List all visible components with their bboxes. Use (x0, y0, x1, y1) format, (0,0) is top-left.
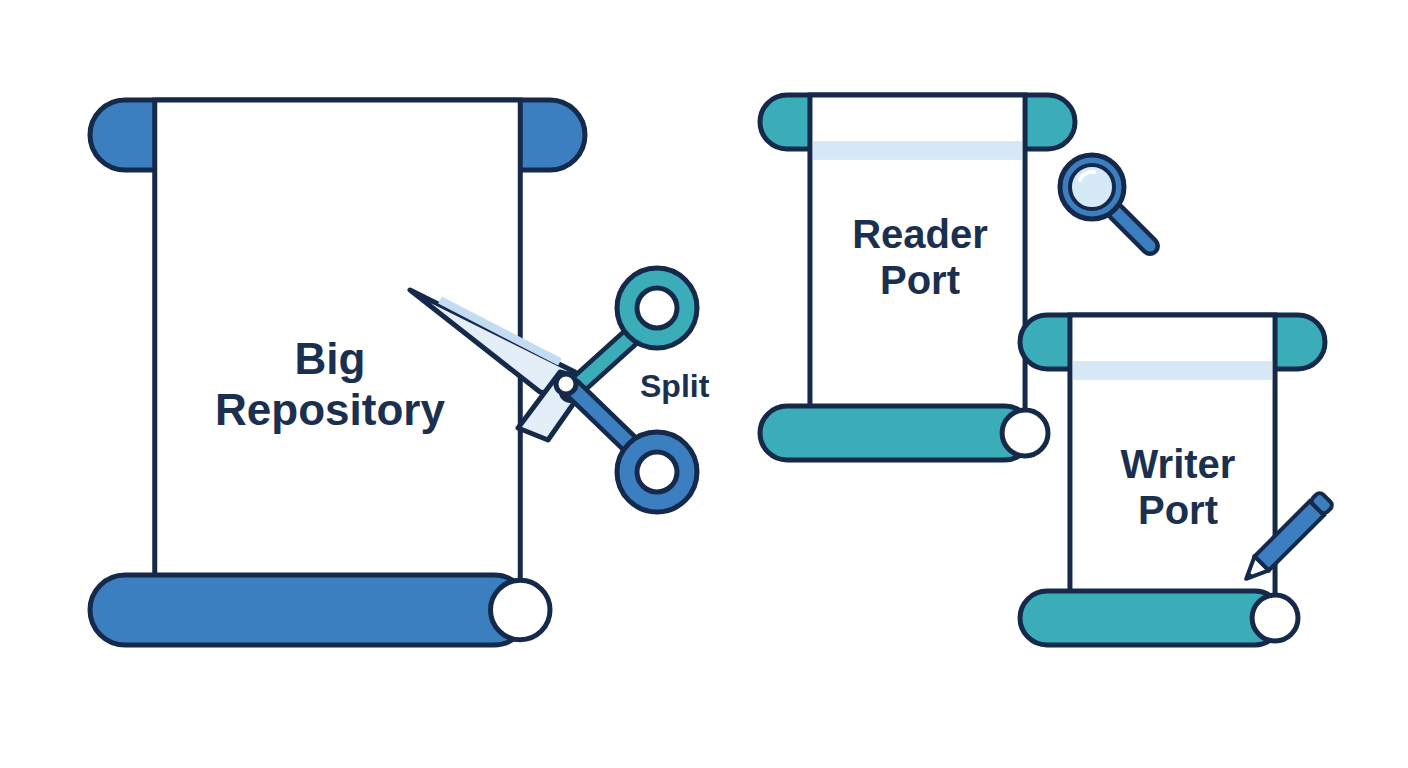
handle-ring (617, 432, 697, 512)
scroll-curl (1252, 595, 1298, 641)
scroll-node: Reader Port (760, 95, 1075, 460)
pencil-eraser (1310, 491, 1334, 515)
scissor-pivot (556, 374, 576, 394)
scroll-curl (491, 580, 551, 640)
node-label: Writer Port (1088, 441, 1268, 533)
handle-outline (570, 336, 632, 392)
pencil-tip (1239, 556, 1269, 586)
handle-outline (572, 388, 632, 446)
scroll-paper (810, 95, 1025, 433)
scroll-bottom-roll (90, 575, 529, 645)
blade-shine (440, 300, 560, 362)
magnifier-icon (1060, 155, 1150, 246)
scroll-shadow (813, 141, 1022, 160)
lens-shine (1080, 172, 1094, 180)
action-label: Split (640, 368, 709, 405)
pencil-body (1255, 501, 1324, 570)
ring-hole (637, 452, 677, 492)
scroll-paper (155, 100, 521, 610)
scroll-bottom-roll (1020, 591, 1282, 645)
scroll-bottom-roll (760, 406, 1032, 460)
scissor-blade (518, 372, 590, 440)
scroll-node: Big Repository (90, 100, 585, 645)
node-label: Big Repository (195, 334, 465, 435)
pencil-icon (1239, 491, 1334, 586)
handle-ring (617, 268, 697, 348)
scroll-node: Writer Port (1020, 315, 1325, 645)
pencil-lead (1244, 572, 1253, 581)
ring-hole (637, 288, 677, 328)
scroll-paper (1070, 315, 1275, 618)
node-label: Reader Port (825, 211, 1015, 303)
scissor-handle (572, 388, 632, 446)
node-text-group: Writer Port (1088, 441, 1268, 533)
scissor-handle (570, 336, 632, 392)
scissor-blade (410, 290, 582, 398)
magnifier-rim (1060, 155, 1124, 219)
scroll-curl (1002, 410, 1048, 456)
node-text-group: Reader Port (825, 211, 1015, 303)
handle-outline (1116, 212, 1150, 246)
node-text-group: Big Repository (195, 334, 465, 435)
magnifier-handle (1116, 212, 1150, 246)
magnifier-lens (1070, 165, 1114, 209)
scroll-shadow (1073, 361, 1272, 380)
